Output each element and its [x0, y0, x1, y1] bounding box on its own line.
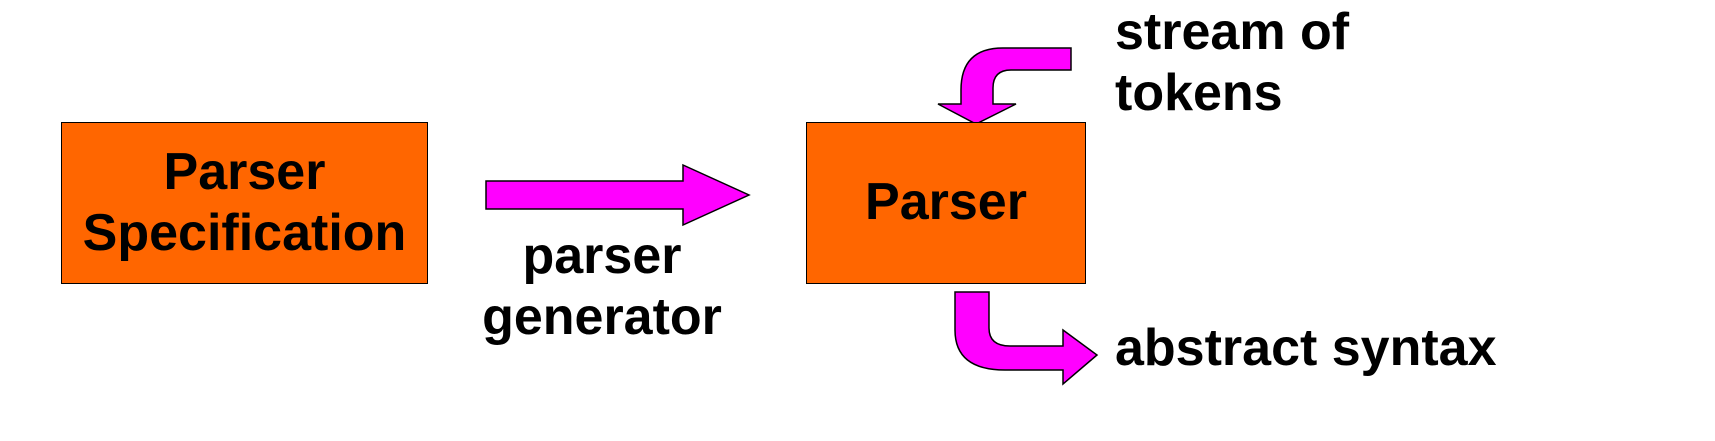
- parser-generator-label-line-1: parser: [522, 227, 682, 285]
- stream-of-tokens-label: stream of tokens: [1115, 2, 1349, 125]
- abstract-syntax-label: abstract syntax: [1115, 318, 1497, 379]
- parser-box: Parser: [806, 122, 1086, 284]
- abstract-syntax-label-line-1: abstract syntax: [1115, 319, 1497, 377]
- parser-generator-label: parser generator: [452, 226, 752, 349]
- specification-box-label-line-1: Parser: [163, 142, 326, 201]
- stream-of-tokens-label-line-2: tokens: [1115, 64, 1283, 123]
- abstract-syntax-output-arrow: [954, 291, 1099, 386]
- parser-generator-label-line-2: generator: [482, 288, 722, 347]
- parser-box-label: Parser: [865, 173, 1027, 232]
- tokens-input-arrow: [937, 47, 1072, 125]
- specification-box-label-line-2: Specification: [82, 204, 407, 262]
- parser-specification-box: Parser Specification: [61, 122, 428, 284]
- stream-of-tokens-label-line-1: stream of: [1115, 3, 1350, 61]
- generator-arrow: [485, 163, 751, 227]
